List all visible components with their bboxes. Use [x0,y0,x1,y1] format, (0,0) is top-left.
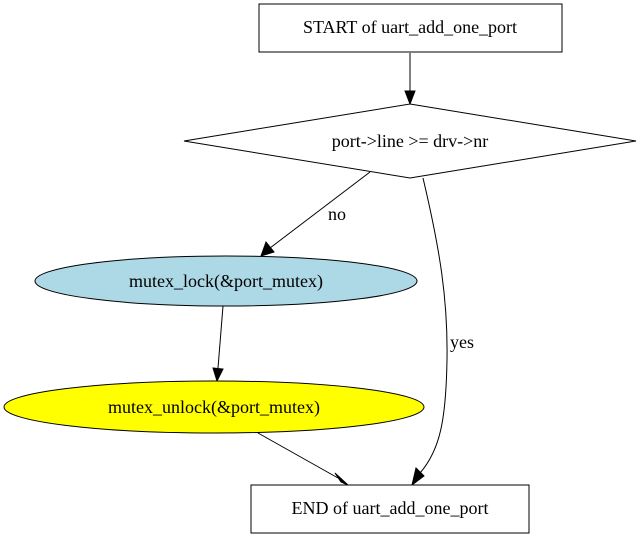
edge-lock-to-unlock [212,305,224,383]
node-unlock-ellipse [3,380,425,434]
edge-unlock-to-end [257,432,349,486]
edge-label-no: no [328,204,346,224]
node-end: END of uart_add_one_port [250,484,530,534]
node-decision-label: port->line >= drv->nr [332,131,489,151]
node-decision: port->line >= drv->nr [183,103,637,179]
node-decision-diamond [183,103,637,179]
edge-label-yes: yes [450,332,474,352]
edge-decision-to-end: yes [411,177,474,487]
node-unlock-label: mutex_unlock(&port_mutex) [108,397,320,418]
edge-decision-to-lock: no [260,171,371,257]
node-lock-ellipse [34,255,418,307]
node-lock: mutex_lock(&port_mutex) [34,255,418,307]
node-start: START of uart_add_one_port [258,3,563,53]
node-lock-label: mutex_lock(&port_mutex) [129,271,323,292]
node-start-box [258,3,563,53]
node-end-label: END of uart_add_one_port [292,498,489,518]
node-end-box [250,484,530,534]
edge-start-to-decision [404,53,416,106]
node-unlock: mutex_unlock(&port_mutex) [3,380,425,434]
node-start-label: START of uart_add_one_port [303,17,517,37]
